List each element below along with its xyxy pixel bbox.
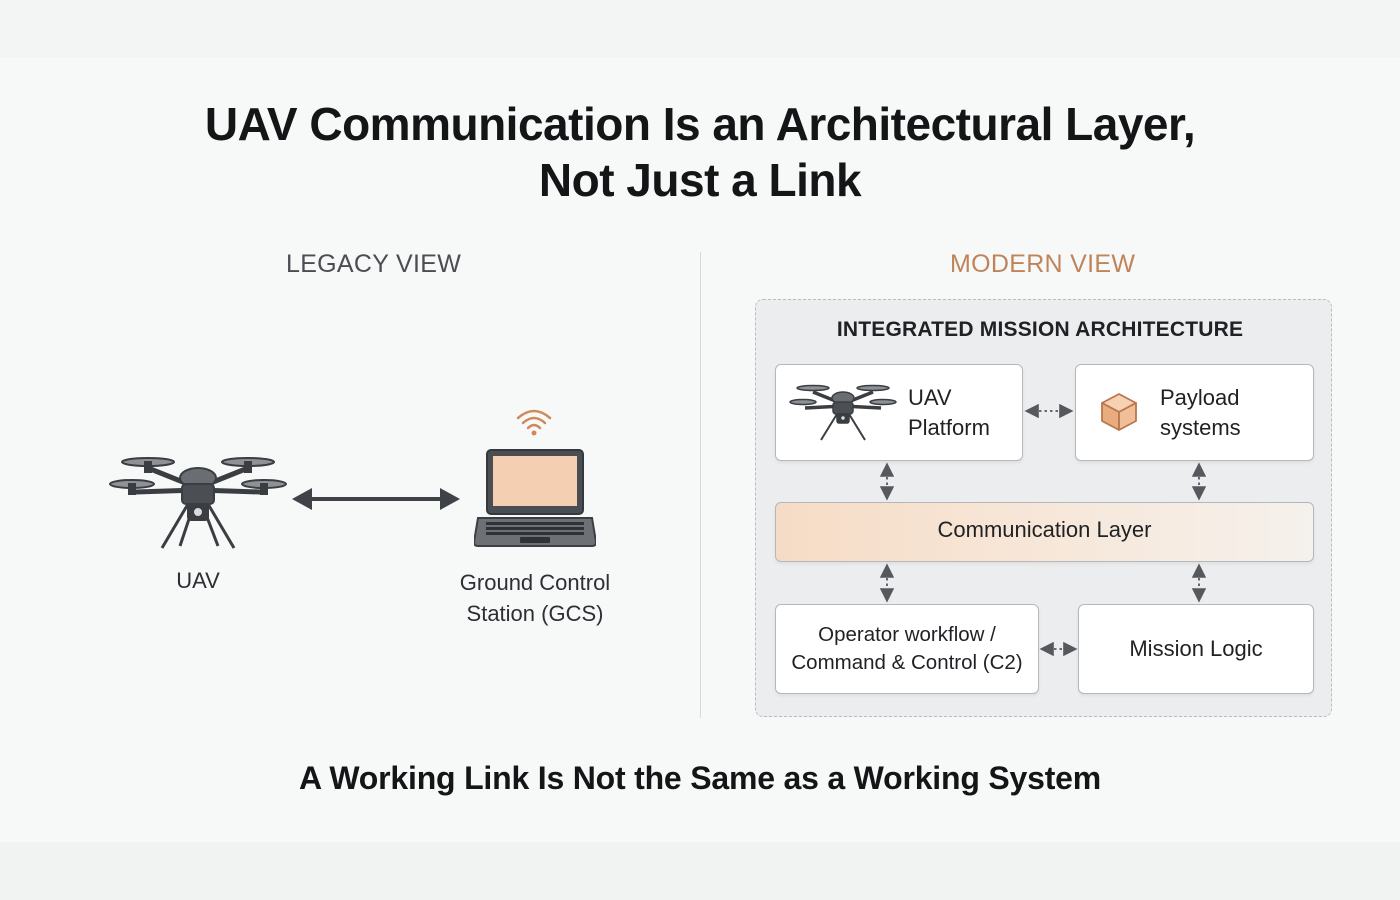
operator-workflow-label: Operator workflow / Command & Control (C… [791, 623, 1023, 674]
laptop-icon [474, 449, 596, 547]
communication-layer-label: Communication Layer [937, 517, 1152, 542]
double-arrow-icon [292, 488, 460, 510]
mission-logic-box [1078, 604, 1314, 694]
modern-view-label: MODERN VIEW [950, 250, 1136, 278]
footer-statement: A Working Link Is Not the Same as a Work… [298, 760, 1102, 796]
architecture-title: INTEGRATED MISSION ARCHITECTURE [836, 318, 1244, 341]
wifi-icon [516, 409, 552, 436]
top-band [0, 0, 1400, 58]
operator-workflow-box [775, 604, 1039, 694]
bottom-band [0, 842, 1400, 900]
gcs-label: Ground Control Station (GCS) [459, 570, 611, 626]
communication-layer-box [775, 502, 1314, 562]
view-divider [700, 252, 701, 718]
uav-platform-box [775, 364, 1023, 461]
cube-icon [1101, 393, 1137, 431]
legacy-view-label: LEGACY VIEW [286, 250, 462, 278]
page-title: UAV Communication Is an Architectural La… [204, 98, 1196, 206]
payload-systems-label: Payload systems [1160, 385, 1241, 440]
uav-platform-label: UAV Platform [908, 385, 990, 440]
uav-label: UAV [176, 568, 220, 593]
drone-icon [789, 384, 897, 441]
drone-icon [109, 457, 287, 549]
mission-logic-label: Mission Logic [1129, 636, 1263, 661]
